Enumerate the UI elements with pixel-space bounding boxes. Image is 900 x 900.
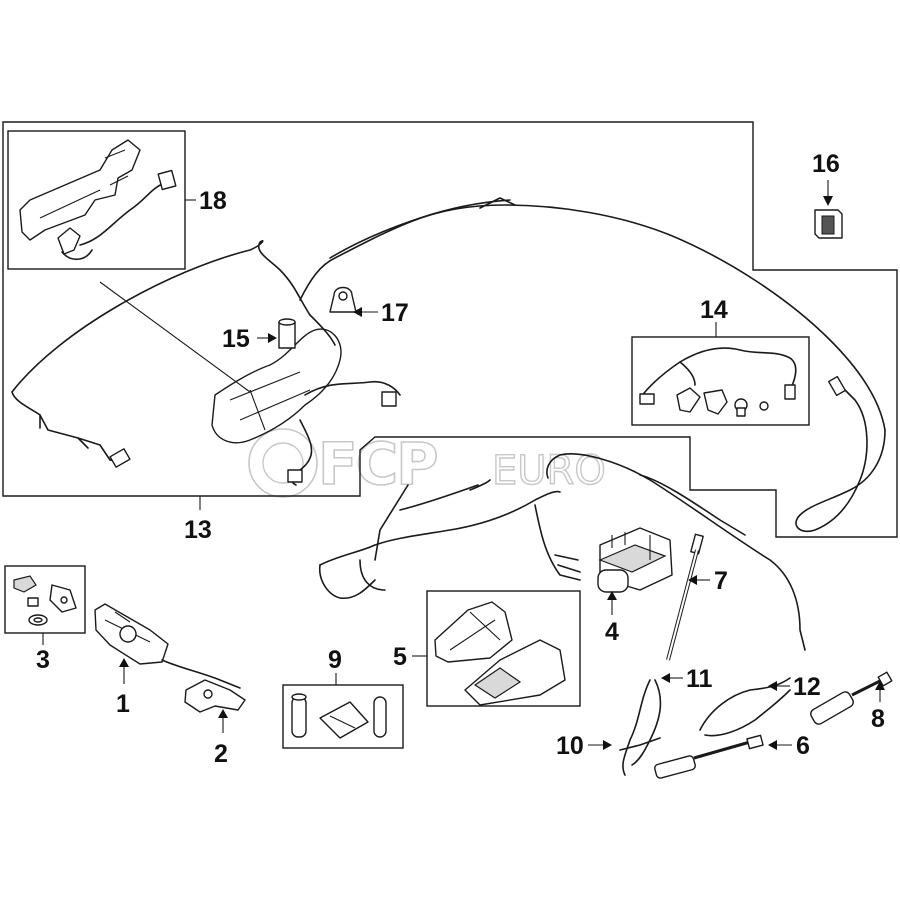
- part-17-clip: [329, 286, 357, 313]
- box-9: [282, 684, 404, 749]
- part-9-set: [291, 693, 387, 739]
- part-6-strut: [654, 734, 764, 779]
- leader-lines: [42, 180, 885, 750]
- part-5-covers: [434, 601, 566, 706]
- part-10-11-12-harness: [619, 677, 791, 776]
- callout-1: 1: [116, 690, 130, 718]
- callout-5: 5: [393, 643, 407, 671]
- callout-4: 4: [605, 618, 619, 646]
- callout-labels: 18 16 17 15 14 13 3 1 2 9 5 4 7 11 12 10…: [36, 150, 885, 768]
- part-15-grommet: [278, 318, 296, 349]
- part-3-clips: [13, 575, 77, 626]
- callout-7: 7: [714, 567, 728, 595]
- part-18-bracket-harness: [19, 139, 177, 261]
- callout-6: 6: [796, 732, 810, 760]
- part-2-bracket: [184, 679, 246, 713]
- callout-3: 3: [36, 646, 50, 674]
- part-1-latch: [94, 603, 241, 689]
- watermark-logo-icon: [248, 428, 318, 498]
- callout-8: 8: [871, 705, 885, 733]
- callout-14: 14: [700, 296, 728, 324]
- part-13-harness: [11, 197, 886, 533]
- watermark-suffix: EURO: [492, 448, 606, 494]
- box-3: [4, 565, 86, 634]
- part-16-connector: [814, 209, 843, 239]
- watermark-brand: FCP: [318, 430, 437, 498]
- callout-16: 16: [812, 150, 840, 178]
- callout-17: 17: [381, 299, 409, 327]
- part-4-pump: [597, 527, 673, 593]
- part-14-harness: [639, 347, 797, 417]
- callout-2: 2: [214, 740, 228, 768]
- callout-11: 11: [686, 665, 713, 693]
- part-center-harness: [318, 453, 806, 651]
- callout-10: 10: [556, 732, 584, 760]
- watermark: FCP EURO: [248, 428, 607, 499]
- inset-box-14: [631, 336, 810, 426]
- part-7-strut: [666, 533, 704, 661]
- callout-9: 9: [328, 646, 342, 674]
- callout-18: 18: [199, 187, 227, 215]
- box-5: [426, 590, 581, 707]
- callout-15: 15: [222, 325, 250, 353]
- part-8-strut: [810, 671, 893, 725]
- callout-12: 12: [793, 673, 821, 701]
- group-13-frame: [2, 121, 898, 538]
- callout-13: 13: [184, 516, 212, 544]
